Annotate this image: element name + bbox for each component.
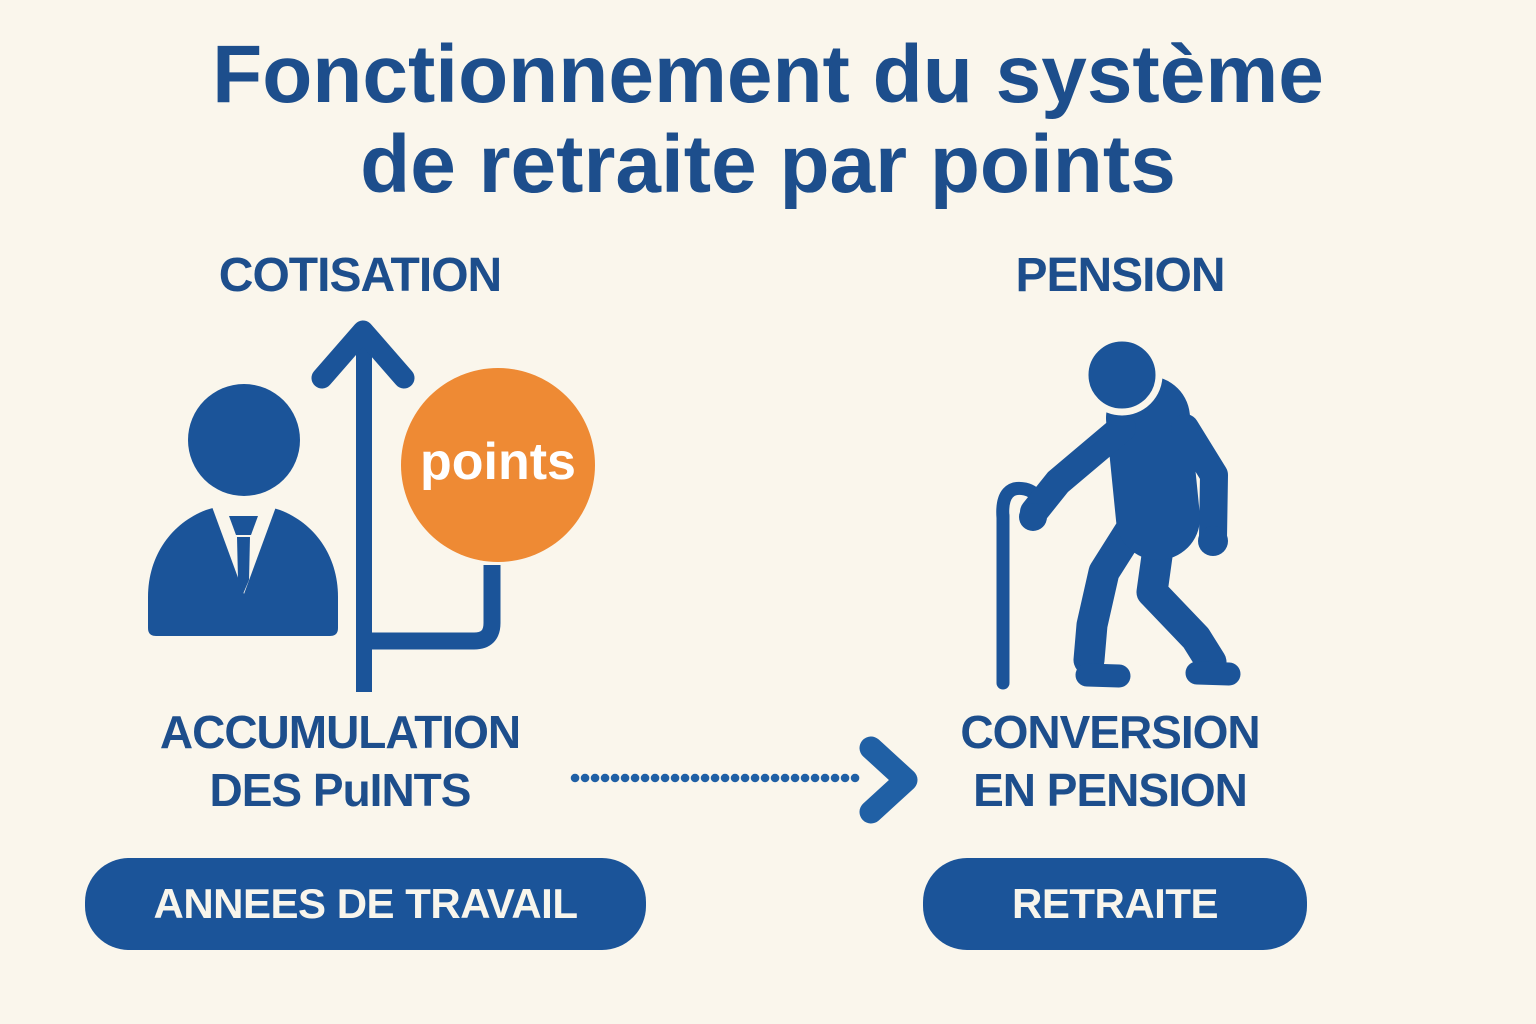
elderly-left-arm: [1020, 414, 1136, 526]
annees-de-travail-badge-label: ANNEES DE TRAVAIL: [153, 880, 578, 927]
conversion-caption: CONVERSION EN PENSION: [890, 703, 1330, 819]
arrow-up-icon: [311, 320, 501, 692]
elderly-right-hand: [1198, 526, 1228, 556]
dotted-arrow-head: [859, 736, 918, 824]
points-connector-line: [372, 565, 501, 650]
worker-avatar-icon: [148, 384, 338, 636]
worker-tie: [237, 537, 250, 594]
elderly-left-hand: [1019, 503, 1047, 531]
retraite-badge-label: RETRAITE: [1012, 880, 1219, 927]
retraite-badge: RETRAITE: [923, 858, 1307, 950]
page-title-line2: de retraite par points: [360, 119, 1176, 210]
worker-head: [188, 384, 300, 496]
worker-tie-knot: [229, 516, 258, 535]
elderly-right-arm: [1171, 414, 1228, 552]
page-title: Fonctionnement du système de retraite pa…: [0, 30, 1536, 210]
arrow-up-head: [311, 320, 415, 389]
accumulation-caption-line1: ACCUMULATION: [159, 706, 521, 758]
elderly-front-leg: [1073, 499, 1156, 676]
pension-heading: PENSION: [1015, 249, 1225, 302]
elderly-front-foot: [1075, 663, 1131, 688]
conversion-caption-line2: EN PENSION: [973, 764, 1248, 816]
elderly-torso: [1106, 376, 1200, 560]
page-title-line1: Fonctionnement du système: [212, 29, 1324, 120]
dotted-arrow-icon: [570, 736, 918, 824]
accumulation-caption: ACCUMULATION DES PuINTS: [90, 703, 590, 819]
accumulation-caption-line2: DES PuINTS: [209, 764, 472, 816]
conversion-caption-line1: CONVERSION: [960, 706, 1260, 758]
elderly-head: [1081, 334, 1163, 416]
points-circle: [401, 368, 595, 562]
cotisation-heading: COTISATION: [218, 249, 502, 302]
annees-de-travail-badge: ANNEES DE TRAVAIL: [85, 858, 646, 950]
elderly-back-foot: [1185, 661, 1241, 686]
elderly-person-cane-icon: [996, 334, 1241, 690]
points-circle-label: points: [420, 433, 576, 491]
